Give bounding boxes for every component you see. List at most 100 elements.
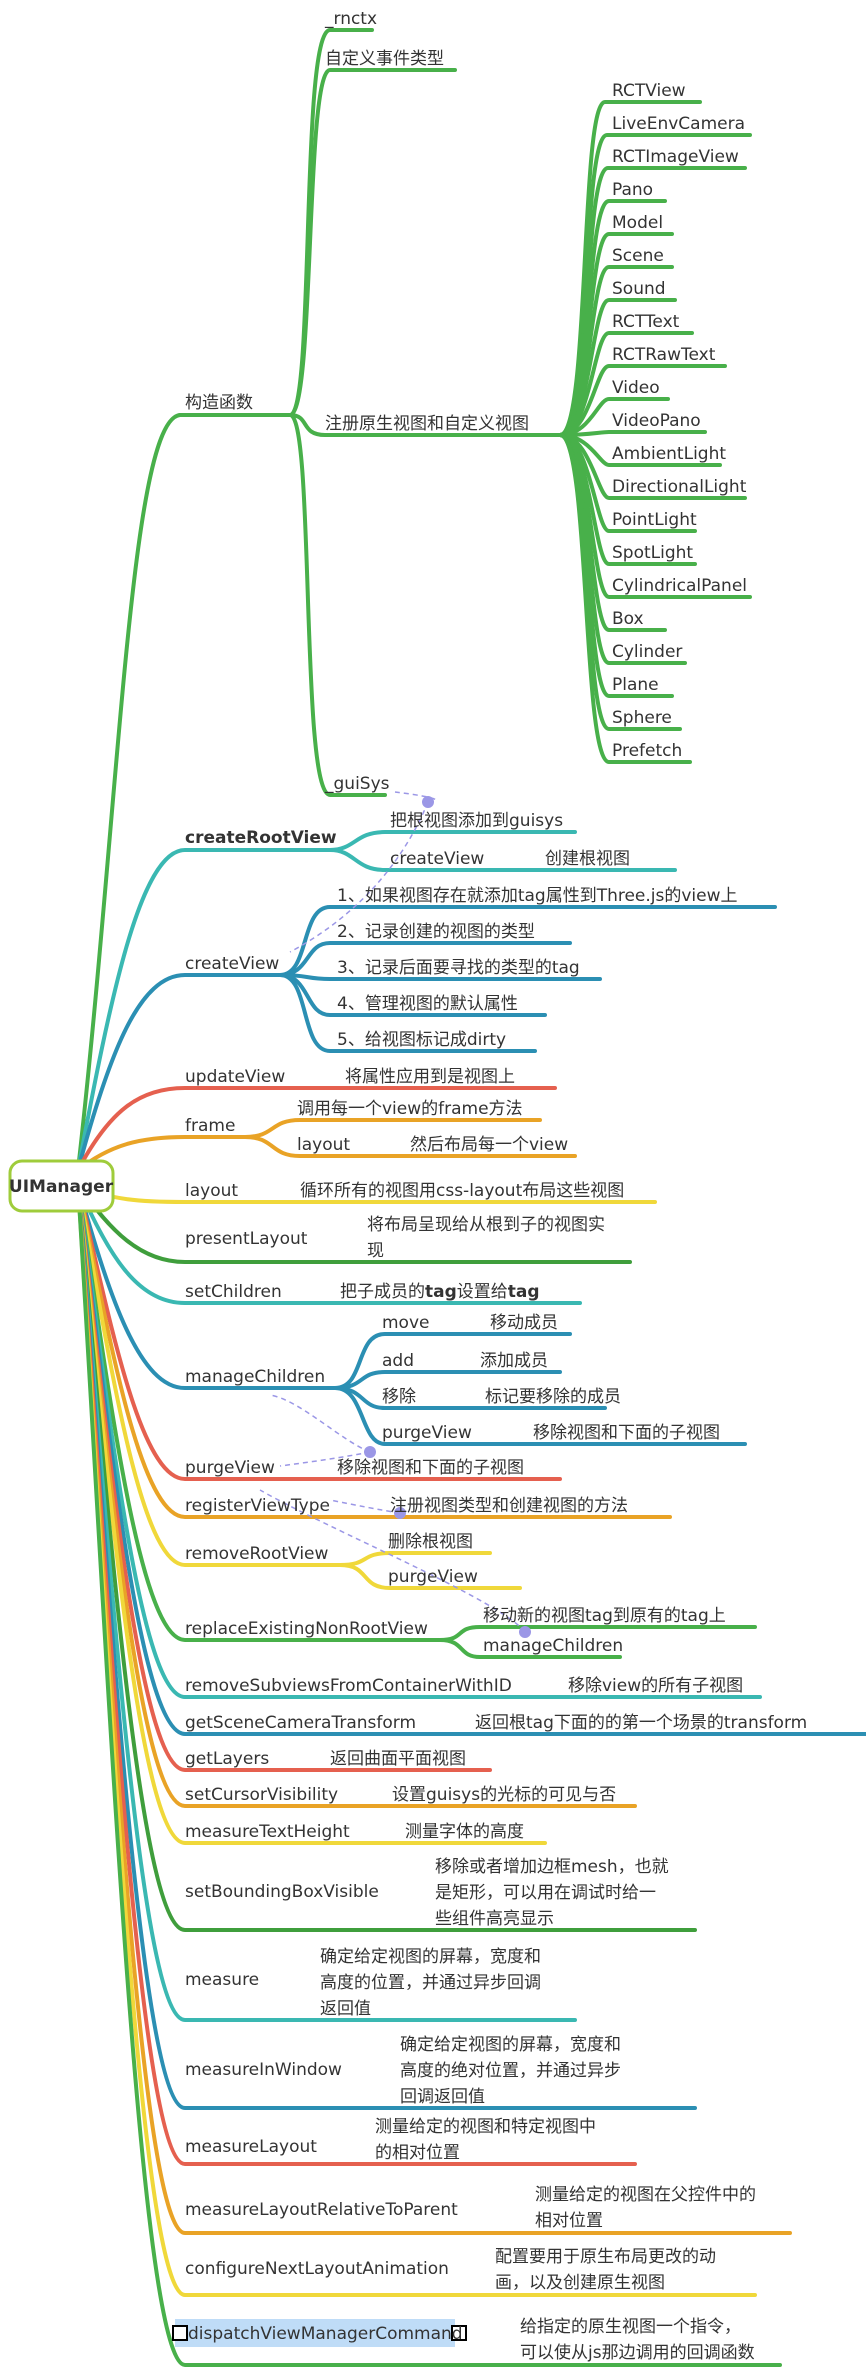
- node-renrv-desc[interactable]: 移动新的视图tag到原有的tag上: [483, 1606, 726, 1626]
- view-type-item[interactable]: Box: [612, 609, 644, 629]
- node-purgeView[interactable]: purgeView: [185, 1458, 275, 1478]
- node-setChildren[interactable]: setChildren: [185, 1282, 282, 1302]
- view-type-item[interactable]: CylindricalPanel: [612, 576, 747, 596]
- view-type-item[interactable]: PointLight: [612, 510, 697, 530]
- node-updateView[interactable]: updateView: [185, 1067, 285, 1087]
- node-crv-createView[interactable]: createView: [390, 849, 484, 869]
- view-type-item[interactable]: DirectionalLight: [612, 477, 747, 497]
- node-rnctx[interactable]: _rnctx: [324, 9, 377, 29]
- node-mc-move[interactable]: move: [382, 1313, 429, 1333]
- view-type-item[interactable]: LiveEnvCamera: [612, 114, 745, 134]
- node-registerViewType[interactable]: registerViewType: [185, 1496, 330, 1516]
- node-measureLayoutRelativeToParent[interactable]: measureLayoutRelativeToParent: [185, 2200, 458, 2220]
- node-mc-purgeView[interactable]: purgeView: [382, 1423, 472, 1443]
- node-manageChildren[interactable]: manageChildren: [185, 1367, 325, 1387]
- node-getLayers[interactable]: getLayers: [185, 1749, 269, 1769]
- node-scv-desc[interactable]: 设置guisys的光标的可见与否: [392, 1785, 616, 1805]
- node-frame-desc[interactable]: 调用每一个view的frame方法: [297, 1099, 523, 1119]
- node-measureLayout[interactable]: measureLayout: [185, 2137, 317, 2157]
- node-mc-add[interactable]: add: [382, 1351, 414, 1371]
- node-rrv-delete[interactable]: 删除根视图: [388, 1532, 473, 1552]
- createView-step[interactable]: 4、管理视图的默认属性: [337, 994, 518, 1014]
- node-createRootView[interactable]: createRootView: [185, 828, 337, 848]
- node-sbbv-desc-2[interactable]: 是矩形，可以用在调试时给一: [435, 1883, 656, 1903]
- view-type-item[interactable]: Sound: [612, 279, 666, 299]
- selection-handle-left[interactable]: [172, 2325, 188, 2341]
- node-registerViewType-desc[interactable]: 注册视图类型和创建视图的方法: [390, 1496, 628, 1516]
- node-updateView-desc[interactable]: 将属性应用到是视图上: [345, 1067, 515, 1087]
- node-measure-desc-2[interactable]: 高度的位置，并通过异步回调: [320, 1973, 541, 1993]
- node-mth-desc[interactable]: 测量字体的高度: [405, 1822, 524, 1842]
- node-sbbv-desc-3[interactable]: 些组件高亮显示: [435, 1909, 554, 1929]
- node-event-types[interactable]: 自定义事件类型: [325, 49, 444, 69]
- node-gouzao[interactable]: 构造函数: [185, 393, 253, 413]
- node-ml-desc-1[interactable]: 测量给定的视图和特定视图中: [375, 2117, 596, 2137]
- node-crv-add[interactable]: 把根视图添加到guisys: [390, 811, 563, 831]
- view-type-item[interactable]: VideoPano: [612, 411, 701, 431]
- node-frame-layout[interactable]: layout: [297, 1135, 350, 1155]
- view-type-item[interactable]: Scene: [612, 246, 664, 266]
- node-ml-desc-2[interactable]: 的相对位置: [375, 2143, 460, 2163]
- view-type-item[interactable]: Pano: [612, 180, 653, 200]
- view-type-item[interactable]: Prefetch: [612, 741, 682, 761]
- root-node[interactable]: UIManager: [8, 1159, 115, 1213]
- view-type-item[interactable]: Model: [612, 213, 663, 233]
- view-type-item[interactable]: Video: [612, 378, 660, 398]
- createView-step[interactable]: 3、记录后面要寻找的类型的tag: [337, 958, 580, 978]
- node-configureNextLayoutAnimation[interactable]: configureNextLayoutAnimation: [185, 2259, 449, 2279]
- node-createView[interactable]: createView: [185, 954, 279, 974]
- node-setChildren-desc[interactable]: 把子成员的tag设置给tag: [340, 1282, 540, 1302]
- node-presentLayout-desc-2[interactable]: 现: [367, 1241, 384, 1261]
- node-miw-desc-2[interactable]: 高度的绝对位置，并通过异步: [400, 2061, 621, 2081]
- node-renrv-manageChildren[interactable]: manageChildren: [483, 1636, 623, 1656]
- view-type-item[interactable]: RCTText: [612, 312, 680, 332]
- node-cnla-desc-1[interactable]: 配置要用于原生布局更改的动: [495, 2247, 716, 2267]
- node-dvmc-desc-2[interactable]: 可以使从js那边调用的回调函数: [520, 2342, 755, 2363]
- node-presentLayout-desc-1[interactable]: 将布局呈现给从根到子的视图实: [367, 1215, 605, 1235]
- createView-step[interactable]: 1、如果视图存在就添加tag属性到Three.js的view上: [337, 886, 738, 906]
- view-type-item[interactable]: RCTView: [612, 81, 686, 101]
- view-type-item[interactable]: AmbientLight: [612, 444, 726, 464]
- node-measureTextHeight[interactable]: measureTextHeight: [185, 1822, 350, 1842]
- view-type-item[interactable]: RCTImageView: [612, 147, 739, 167]
- createView-step[interactable]: 5、给视图标记成dirty: [337, 1030, 506, 1050]
- createView-step[interactable]: 2、记录创建的视图的类型: [337, 922, 535, 942]
- view-type-item[interactable]: Sphere: [612, 708, 672, 728]
- node-mlrtp-desc-1[interactable]: 测量给定的视图在父控件中的: [535, 2185, 756, 2205]
- node-removeRootView[interactable]: removeRootView: [185, 1544, 329, 1564]
- node-register-views[interactable]: 注册原生视图和自定义视图: [325, 414, 529, 434]
- node-removeSubviewsFromContainerWithID[interactable]: removeSubviewsFromContainerWithID: [185, 1676, 512, 1696]
- node-mc-remove-desc[interactable]: 标记要移除的成员: [485, 1387, 621, 1407]
- node-mlrtp-desc-2[interactable]: 相对位置: [535, 2211, 603, 2231]
- node-mc-purgeView-desc[interactable]: 移除视图和下面的子视图: [533, 1423, 720, 1443]
- node-presentLayout[interactable]: presentLayout: [185, 1229, 308, 1249]
- node-replaceExistingNonRootView[interactable]: replaceExistingNonRootView: [185, 1619, 428, 1639]
- node-frame[interactable]: frame: [185, 1116, 235, 1136]
- node-mc-remove[interactable]: 移除: [382, 1387, 416, 1407]
- node-sbbv-desc-1[interactable]: 移除或者增加边框mesh，也就: [435, 1857, 669, 1877]
- node-layout-desc[interactable]: 循环所有的视图用css-layout布局这些视图: [300, 1181, 624, 1201]
- node-dispatchViewManagerCommand-selected[interactable]: dispatchViewManagerCommand: [172, 2319, 467, 2347]
- view-type-item[interactable]: SpotLight: [612, 543, 693, 563]
- node-rrv-purgeView[interactable]: purgeView: [388, 1567, 478, 1587]
- node-miw-desc-1[interactable]: 确定给定视图的屏幕，宽度和: [400, 2035, 621, 2055]
- node-measureInWindow[interactable]: measureInWindow: [185, 2060, 342, 2080]
- node-getLayers-desc[interactable]: 返回曲面平面视图: [330, 1749, 466, 1769]
- view-type-item[interactable]: Cylinder: [612, 642, 682, 662]
- view-type-item[interactable]: RCTRawText: [612, 345, 716, 365]
- node-dispatchViewManagerCommand[interactable]: dispatchViewManagerCommand: [188, 2324, 463, 2344]
- node-gsct-desc[interactable]: 返回根tag下面的的第一个场景的transform: [475, 1713, 807, 1733]
- node-setBoundingBoxVisible[interactable]: setBoundingBoxVisible: [185, 1882, 379, 1902]
- node-layout[interactable]: layout: [185, 1181, 238, 1201]
- selection-handle-right[interactable]: [451, 2325, 467, 2341]
- node-crv-create-root[interactable]: 创建根视图: [545, 849, 630, 869]
- node-measure-desc-1[interactable]: 确定给定视图的屏幕，宽度和: [320, 1947, 541, 1967]
- node-frame-layout-desc[interactable]: 然后布局每一个view: [410, 1135, 568, 1155]
- node-rsfc-desc[interactable]: 移除view的所有子视图: [568, 1676, 743, 1696]
- node-measure-desc-3[interactable]: 返回值: [320, 1999, 371, 2019]
- node-mc-move-desc[interactable]: 移动成员: [490, 1313, 558, 1333]
- node-dvmc-desc-1[interactable]: 给指定的原生视图一个指令，: [520, 2317, 741, 2337]
- view-type-item[interactable]: Plane: [612, 675, 659, 695]
- node-miw-desc-3[interactable]: 回调返回值: [400, 2087, 485, 2107]
- node-purgeView-desc[interactable]: 移除视图和下面的子视图: [337, 1458, 524, 1478]
